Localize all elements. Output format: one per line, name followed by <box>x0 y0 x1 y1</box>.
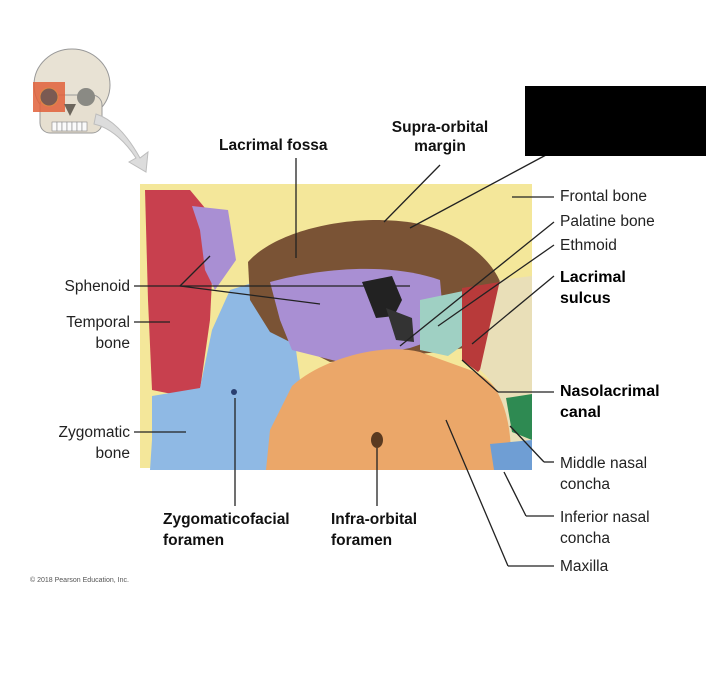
label-frontal-bone: Frontal bone <box>560 188 648 205</box>
label-infraorbital-1: Infra-orbital <box>331 511 418 528</box>
label-palatine-bone: Palatine bone <box>560 213 655 230</box>
label-nasolacrimal-1: Nasolacrimal <box>560 383 660 400</box>
maxilla-shape <box>266 349 520 470</box>
copyright-text: © 2018 Pearson Education, Inc. <box>30 577 129 584</box>
label-lacrimal-fossa: Lacrimal fossa <box>219 137 328 154</box>
label-zygomatic-2: bone <box>95 445 130 462</box>
label-middle-nasal-1: Middle nasal <box>560 455 648 472</box>
label-zygomatic-1: Zygomatic <box>58 424 131 441</box>
label-lacrimal-sulcus-1: Lacrimal <box>560 269 626 286</box>
zygomaticofacial-foramen-mark <box>231 389 237 395</box>
label-inferior-nasal-2: concha <box>560 530 610 547</box>
redaction-box <box>525 86 706 156</box>
label-infraorbital-2: foramen <box>331 532 393 549</box>
zygomatic-bone-shape <box>150 282 300 470</box>
pointer-arrow <box>93 113 149 173</box>
label-middle-nasal-2: concha <box>560 476 610 493</box>
label-supra-orbital-1: Supra-orbital <box>391 119 489 136</box>
label-supra-orbital-2: margin <box>414 138 466 155</box>
label-temporal-1: Temporal <box>66 314 130 331</box>
label-temporal-2: bone <box>95 335 130 352</box>
label-zygomaticofacial-2: foramen <box>163 532 225 549</box>
label-ethmoid: Ethmoid <box>560 237 617 254</box>
inferior-concha-shape <box>490 440 532 470</box>
temporal-bone-shape <box>145 190 215 396</box>
ethmoid-shape <box>420 290 470 356</box>
infraorbital-foramen-mark <box>371 432 383 448</box>
label-zygomaticofacial-1: Zygomaticofacial <box>163 511 290 528</box>
leader-lines <box>134 154 555 567</box>
label-sphenoid: Sphenoid <box>64 278 130 295</box>
label-lacrimal-sulcus-2: sulcus <box>560 290 611 307</box>
label-maxilla: Maxilla <box>560 558 609 575</box>
orbit-panel <box>140 184 532 470</box>
label-nasolacrimal-2: canal <box>560 404 601 421</box>
label-inferior-nasal-1: Inferior nasal <box>560 509 650 526</box>
skull-thumbnail <box>33 48 111 134</box>
